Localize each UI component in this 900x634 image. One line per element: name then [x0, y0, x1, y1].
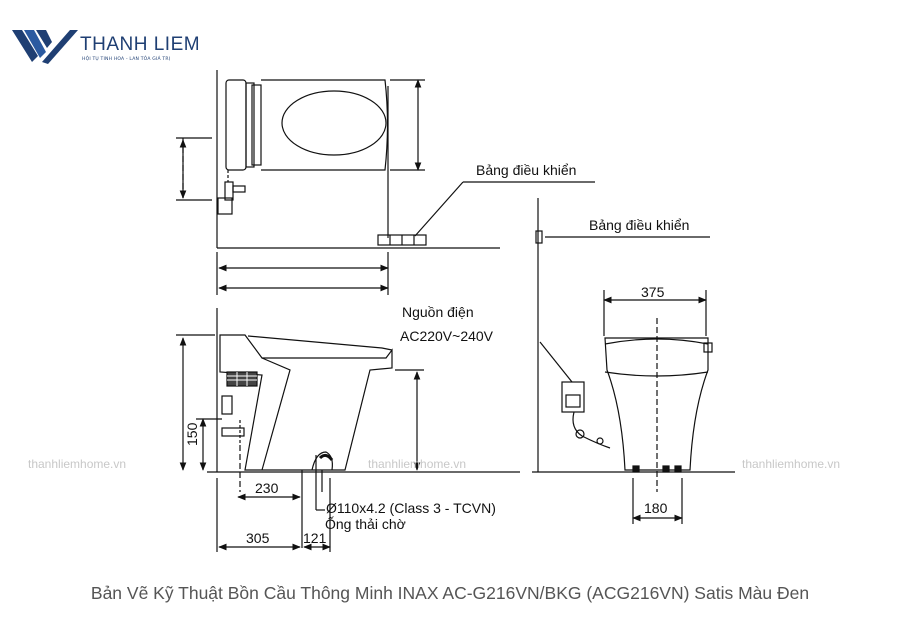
label-control-panel-top: Bảng điều khiển [476, 162, 577, 178]
drawing-caption: Bản Vẽ Kỹ Thuật Bồn Cầu Thông Minh INAX … [90, 583, 810, 603]
watermark-center: thanhliemhome.vn [368, 457, 467, 471]
front-view [532, 198, 735, 524]
label-control-panel-right: Bảng điều khiển [589, 217, 690, 233]
dim-121: 121 [303, 530, 327, 546]
watermark-right: thanhliemhome.vn [742, 457, 841, 471]
watermark-left: thanhliemhome.vn [28, 457, 127, 471]
dim-150: 150 [184, 422, 200, 446]
brand-logo-icon [12, 30, 78, 64]
brand-tagline: HỘI TỤ TINH HOA - LAN TỎA GIÁ TRỊ [82, 57, 171, 62]
label-waste-pipe: Ống thải chờ [325, 516, 406, 532]
label-voltage: AC220V~240V [400, 328, 494, 344]
dim-230: 230 [255, 480, 279, 496]
dim-180: 180 [644, 500, 668, 516]
dim-375: 375 [641, 284, 665, 300]
label-power-source: Nguồn điện [402, 304, 474, 320]
dim-305: 305 [246, 530, 270, 546]
top-view [176, 70, 595, 295]
brand-name: THANH LIEM [80, 34, 201, 55]
label-pipe-spec: Ø110x4.2 (Class 3 - TCVN) [326, 500, 496, 516]
side-view [176, 308, 520, 552]
